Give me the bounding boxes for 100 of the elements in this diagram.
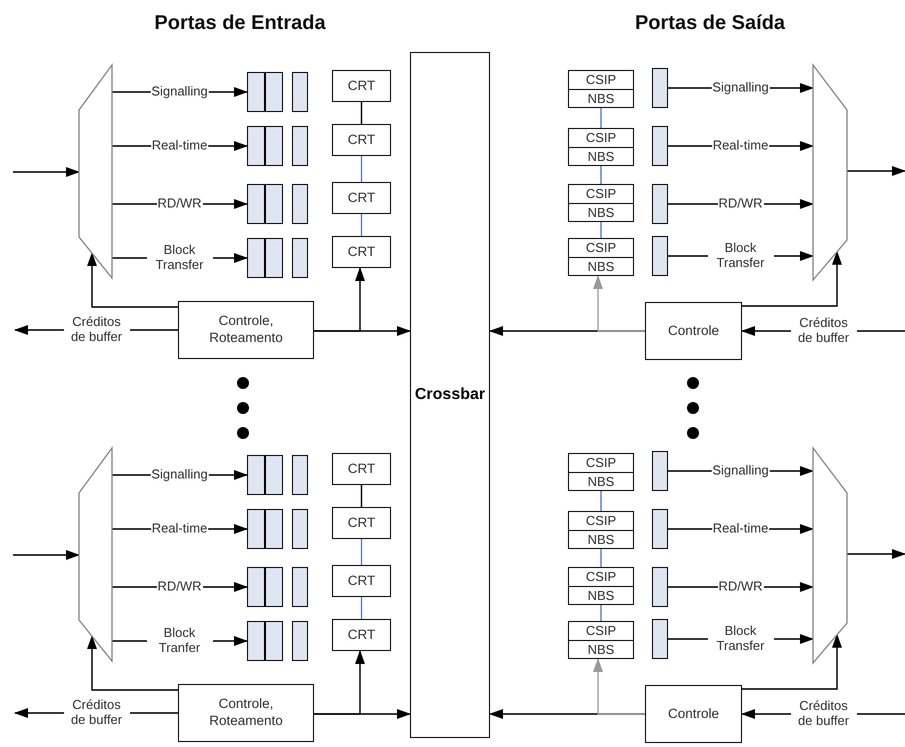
node-label: NBS: [569, 640, 633, 658]
arrow: [87, 252, 178, 308]
csip-nbs-box: [568, 453, 634, 491]
buffer-slot: [652, 68, 668, 108]
queue-buffer: [247, 238, 283, 278]
buffer-slot: [652, 184, 668, 224]
node-label: CSIP: [584, 71, 618, 88]
csip-nbs-box: [568, 184, 634, 222]
crt-box: [332, 236, 391, 268]
node-label: CSIP: [584, 622, 618, 640]
buffer-slot: [292, 509, 308, 549]
buffer-slot: [652, 451, 668, 491]
buffer-slot: [292, 184, 308, 224]
buffer-slot: [292, 126, 308, 166]
edge-label: Signalling: [711, 80, 770, 96]
node-label: CRT: [346, 626, 376, 644]
connector-line: [600, 491, 602, 511]
control-box: [178, 684, 314, 742]
crt-box: [332, 124, 391, 156]
crossbar-box: [410, 52, 490, 738]
connector-line: [600, 605, 602, 621]
node-label: CSIP: [584, 129, 618, 146]
node-label: Controle, Roteamento: [208, 696, 284, 730]
csip-nbs-box: [568, 621, 634, 659]
buffer-slot: [652, 567, 668, 607]
node-label: NBS: [569, 146, 633, 165]
control-box: [645, 302, 742, 360]
queue-buffer: [247, 455, 283, 495]
node-label: NBS: [569, 530, 633, 548]
crt-box: [332, 453, 391, 485]
csip-nbs-box: [568, 70, 634, 108]
node-label: Controle, Roteamento: [208, 313, 284, 347]
edge-label: Signalling: [150, 468, 209, 482]
arrow: [87, 635, 178, 691]
buffer-slot: [292, 455, 308, 495]
queue-buffer: [247, 509, 283, 549]
queue-buffer: [247, 184, 283, 224]
buffer-slot: [292, 621, 308, 661]
arrow: [593, 658, 645, 715]
arrow: [742, 634, 842, 690]
demultiplexer-shape: [79, 448, 112, 661]
connector-line: [600, 166, 602, 184]
section-heading: Portas de Saída: [634, 12, 786, 35]
node-label: NBS: [569, 88, 633, 107]
buffer-slot: [292, 72, 308, 112]
node-label: NBS: [569, 256, 633, 275]
crt-box: [332, 619, 391, 651]
node-label: CRT: [346, 572, 376, 590]
node-label: NBS: [569, 202, 633, 221]
crt-box: [332, 507, 391, 539]
node-label: CRT: [346, 460, 376, 478]
csip-nbs-box: [568, 128, 634, 166]
buffer-slot: [652, 619, 668, 659]
multiplexer-shape: [813, 65, 847, 280]
csip-nbs-box: [568, 567, 634, 605]
arrow: [847, 166, 905, 176]
demultiplexer-shape: [79, 65, 112, 278]
queue-buffer: [247, 126, 283, 166]
connector-line: [600, 222, 602, 238]
control-box: [178, 301, 314, 359]
node-label: CSIP: [584, 239, 618, 256]
connector-line: [360, 485, 362, 507]
crt-box: [332, 70, 391, 102]
arrow: [593, 275, 645, 332]
node-label: NBS: [569, 472, 633, 490]
connector-line: [600, 549, 602, 567]
crt-box: [332, 182, 391, 214]
connector-line: [360, 214, 362, 236]
queue-buffer: [247, 72, 283, 112]
queue-buffer: [247, 621, 283, 661]
arrow: [314, 267, 365, 332]
node-label: CRT: [346, 132, 376, 148]
control-box: [645, 685, 742, 743]
node-label: NBS: [569, 586, 633, 604]
connector-line: [600, 108, 602, 128]
connector-line: [360, 597, 362, 619]
buffer-slot: [652, 126, 668, 166]
multiplexer-shape: [813, 448, 847, 663]
node-label: CRT: [346, 514, 376, 532]
node-label: Controle: [666, 706, 720, 722]
edge-label: Signalling: [711, 464, 770, 478]
node-label: CSIP: [584, 512, 618, 530]
node-label: CSIP: [584, 568, 618, 586]
arrow: [847, 549, 905, 559]
connector-line: [360, 539, 362, 565]
node-label: CSIP: [584, 454, 618, 472]
connector-line: [360, 156, 362, 182]
queue-buffer: [247, 567, 283, 607]
arrow: [13, 550, 80, 560]
node-label: CRT: [346, 78, 376, 94]
node-label: CRT: [346, 244, 376, 260]
node-label: Controle: [666, 322, 720, 340]
node-label: Crossbar: [414, 385, 486, 405]
arrow: [314, 650, 365, 715]
buffer-slot: [652, 236, 668, 276]
csip-nbs-box: [568, 238, 634, 276]
edge-label: Signalling: [150, 84, 209, 100]
crt-box: [332, 565, 391, 597]
csip-nbs-box: [568, 511, 634, 549]
arrow: [13, 167, 80, 177]
